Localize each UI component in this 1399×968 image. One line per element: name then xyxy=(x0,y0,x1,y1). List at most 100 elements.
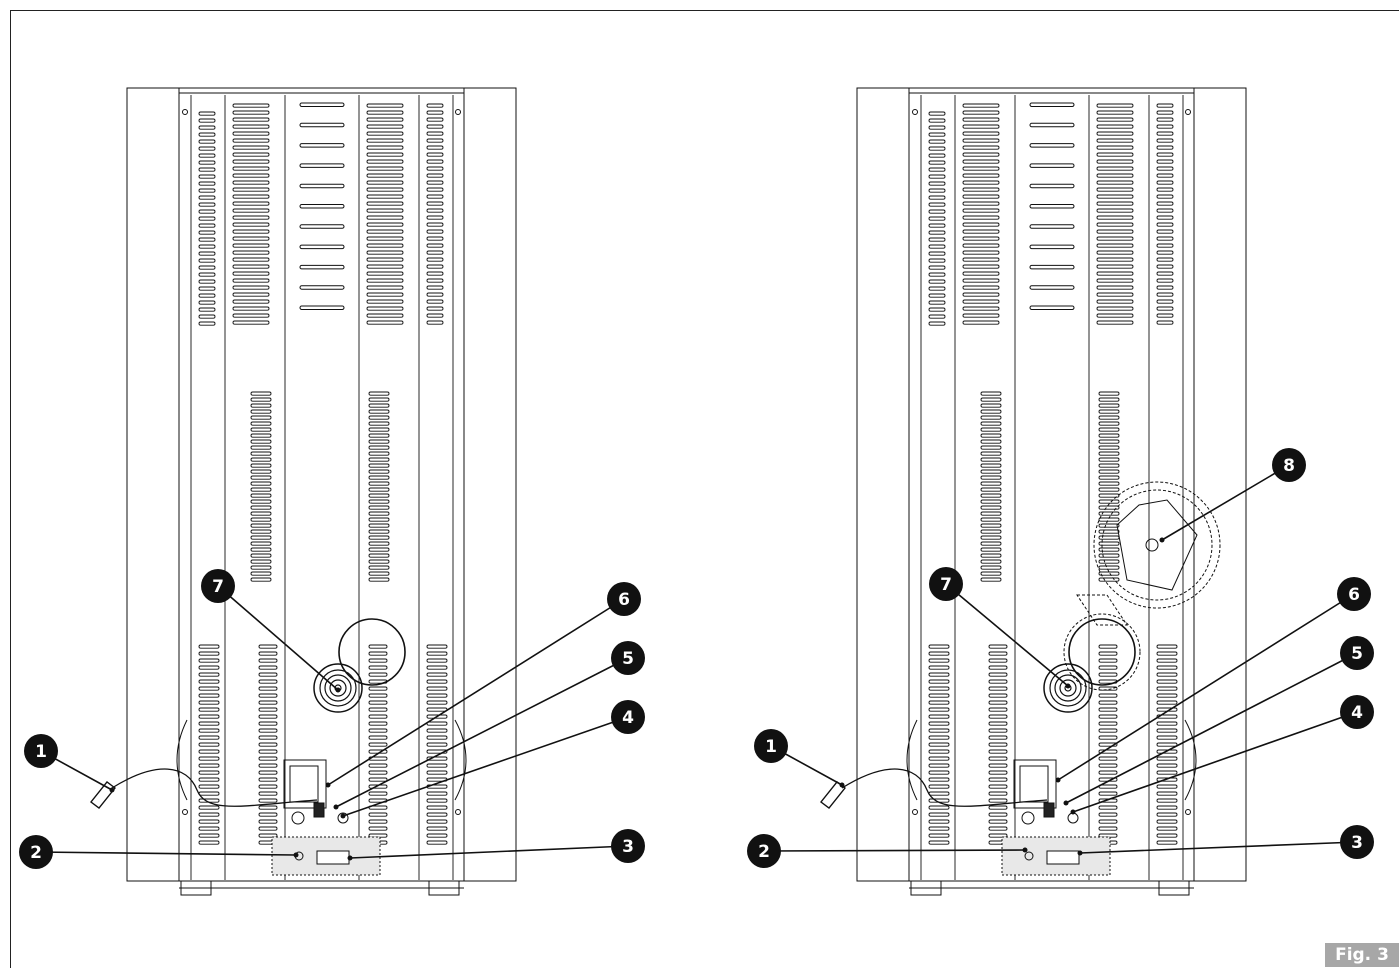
callout-target-dot xyxy=(1065,683,1071,689)
vent-slot xyxy=(426,826,448,831)
vent-slot xyxy=(1096,152,1134,157)
vent-slot xyxy=(368,547,390,552)
vent-slot xyxy=(1098,469,1120,474)
vent-slot xyxy=(368,493,390,498)
vent-slot xyxy=(980,439,1002,444)
vent-slot xyxy=(1098,721,1118,726)
callout-target-dot xyxy=(335,687,341,693)
vent-slot xyxy=(988,700,1008,705)
vent-slot xyxy=(250,493,272,498)
vent-slot xyxy=(366,264,404,269)
vent-slot xyxy=(962,117,1000,122)
vent-slot xyxy=(258,658,278,663)
vent-slot xyxy=(366,215,404,220)
vent-slot xyxy=(928,714,950,719)
vent-slot xyxy=(1098,707,1118,712)
callout-leader-line xyxy=(342,716,629,817)
vent-slot xyxy=(928,307,946,312)
callout-right-4: 4 xyxy=(1070,695,1374,815)
vent-slot xyxy=(1098,541,1120,546)
vent-slot xyxy=(426,833,448,838)
vent-slot xyxy=(368,819,388,824)
callout-target-dot xyxy=(839,782,845,788)
vent-slot xyxy=(1096,236,1134,241)
vent-slot xyxy=(232,271,270,276)
vent-slot xyxy=(232,320,270,325)
vent-slot xyxy=(198,728,220,733)
vent-slot xyxy=(1098,686,1118,691)
vent-slot xyxy=(258,819,278,824)
vent-slot xyxy=(1156,264,1174,269)
callout-number: 5 xyxy=(1351,644,1363,664)
vent-slot xyxy=(250,541,272,546)
vent-slot xyxy=(366,201,404,206)
callout-left-2: 2 xyxy=(19,835,299,869)
vent-slot xyxy=(232,117,270,122)
vent-slot xyxy=(426,229,444,234)
vent-slot xyxy=(928,763,950,768)
vent-slot xyxy=(368,770,388,775)
vent-slot xyxy=(368,693,388,698)
vent-slot xyxy=(1029,264,1075,270)
vent-slot xyxy=(928,819,950,824)
callout-right-2: 2 xyxy=(747,834,1028,868)
vent-slot xyxy=(928,202,946,207)
vent-slot xyxy=(366,117,404,122)
vent-slot xyxy=(1156,166,1174,171)
vent-slot xyxy=(1096,166,1134,171)
vent-slot xyxy=(988,812,1008,817)
vent-slot xyxy=(366,285,404,290)
vent-slot xyxy=(426,299,444,304)
vent-slot xyxy=(426,110,444,115)
vent-slot xyxy=(258,770,278,775)
callout-leader-line xyxy=(1065,652,1358,804)
vent-slot xyxy=(198,153,216,158)
vent-slot xyxy=(928,174,946,179)
vent-slot xyxy=(1156,313,1174,318)
vent-slot xyxy=(980,391,1002,396)
vent-slot xyxy=(258,644,278,649)
screw-icon xyxy=(912,809,918,815)
callout-left-1: 1 xyxy=(24,734,115,793)
vent-slot xyxy=(928,265,946,270)
vent-slot xyxy=(198,679,220,684)
vent-slot xyxy=(1096,173,1134,178)
callout-target-dot xyxy=(340,813,346,819)
callout-leader-line xyxy=(335,657,629,808)
vent-slot xyxy=(232,243,270,248)
vent-slot xyxy=(1096,201,1134,206)
vent-slot xyxy=(250,571,272,576)
vent-slot xyxy=(366,250,404,255)
fan-grille-icon xyxy=(1043,663,1093,713)
vent-slot xyxy=(426,735,448,740)
vent-slot xyxy=(198,244,216,249)
vent-slot xyxy=(426,812,448,817)
callout-number: 4 xyxy=(622,708,634,728)
vent-slot xyxy=(299,244,345,250)
vent-slot xyxy=(368,721,388,726)
vent-slot xyxy=(1156,735,1178,740)
vent-slot xyxy=(962,194,1000,199)
vent-slot xyxy=(988,693,1008,698)
vent-slot xyxy=(928,251,946,256)
vent-slot xyxy=(426,201,444,206)
vent-slot xyxy=(988,826,1008,831)
vent-slot xyxy=(1156,840,1178,845)
vent-slot xyxy=(980,499,1002,504)
vent-slot xyxy=(232,152,270,157)
vent-slot xyxy=(928,665,950,670)
vent-slot xyxy=(1098,644,1118,649)
vent-slot xyxy=(988,763,1008,768)
vent-slot xyxy=(1098,700,1118,705)
vent-slot xyxy=(250,481,272,486)
side-bulge-left xyxy=(176,719,188,801)
vent-slot xyxy=(1156,714,1178,719)
vent-slot xyxy=(1156,299,1174,304)
vent-slot xyxy=(1098,535,1120,540)
callout-left-6: 6 xyxy=(325,582,641,788)
vent-slot xyxy=(368,763,388,768)
vent-slot xyxy=(250,535,272,540)
vent-slot xyxy=(980,421,1002,426)
vent-slot xyxy=(250,421,272,426)
vent-slot xyxy=(368,686,388,691)
